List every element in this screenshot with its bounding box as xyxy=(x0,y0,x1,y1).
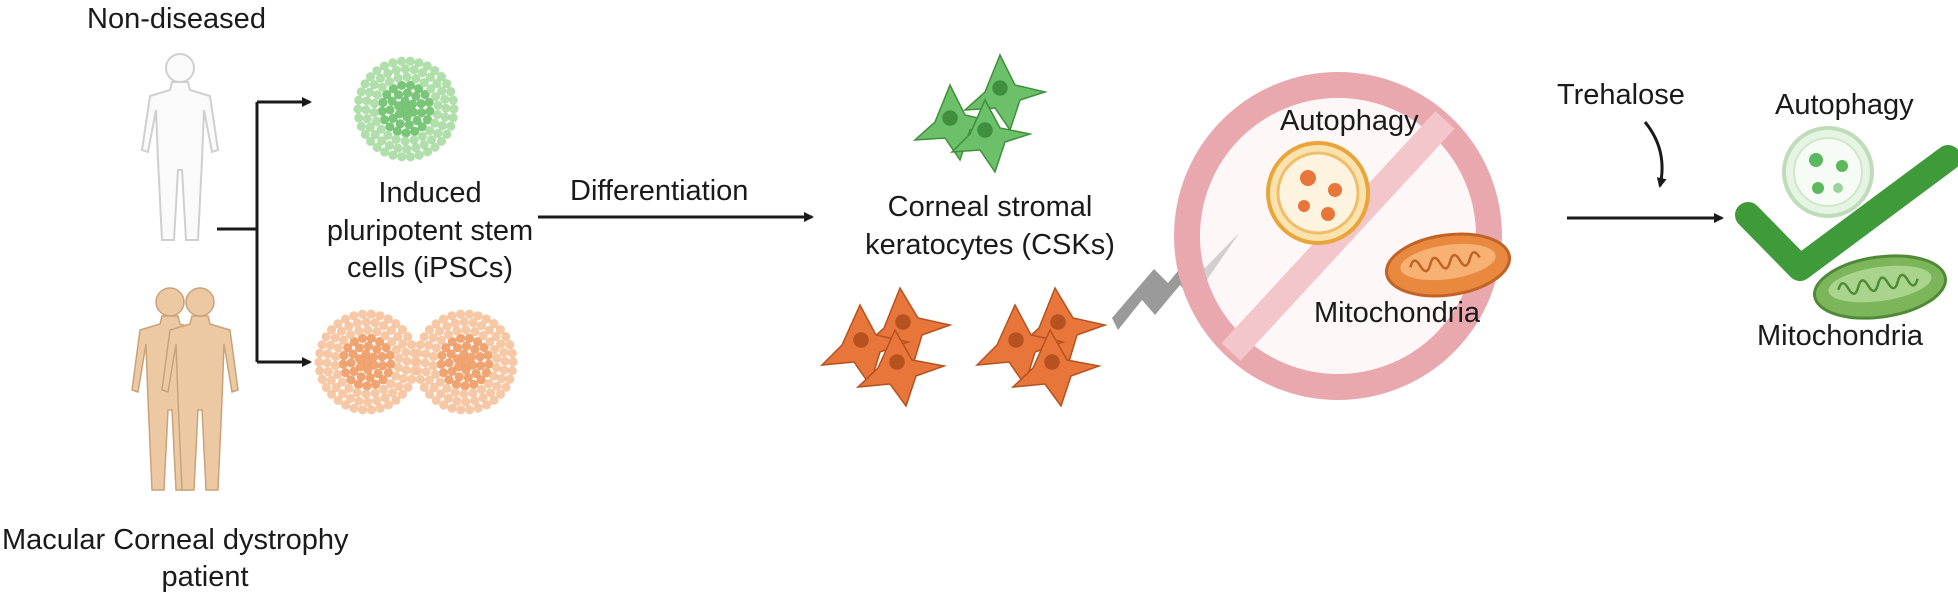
label-csk-line1: Corneal stromal xyxy=(887,191,1093,223)
ipsc-colony-icon xyxy=(412,309,518,415)
label-autophagy-blocked: Autophagy xyxy=(1280,105,1419,137)
label-patient-line1: Macular Corneal dystrophy xyxy=(2,524,349,556)
mitochondrion-icon xyxy=(1813,254,1947,320)
keratocyte-cell-icon xyxy=(912,53,1048,174)
trehalose-arrow xyxy=(1643,121,1667,188)
checkmark-icon xyxy=(1735,145,1958,281)
autophagosome-icon xyxy=(1266,141,1370,245)
label-ipsc-line1: Induced xyxy=(378,177,482,209)
keratocyte-cell-icon xyxy=(819,286,1108,408)
label-ipsc-line3: cells (iPSCs) xyxy=(347,252,513,284)
label-autophagy-rescued: Autophagy xyxy=(1775,89,1914,121)
mitochondrion-icon xyxy=(1384,232,1512,298)
branch-arrows xyxy=(217,97,312,367)
label-trehalose: Trehalose xyxy=(1557,79,1685,111)
ipsc-colony-icon xyxy=(314,309,420,415)
human-figure-icon xyxy=(131,287,239,491)
lightning-bolt-icon xyxy=(1112,232,1240,330)
label-mitochondria-blocked: Mitochondria xyxy=(1314,297,1481,329)
label-csk-line2: keratocytes (CSKs) xyxy=(865,229,1115,261)
label-differentiation: Differentiation xyxy=(570,175,749,207)
label-mitochondria-rescued: Mitochondria xyxy=(1757,320,1924,352)
human-figure-icon xyxy=(140,53,220,241)
ipsc-colony-icon xyxy=(353,56,459,162)
label-non-diseased: Non-diseased xyxy=(87,3,266,35)
label-ipsc-line2: pluripotent stem xyxy=(326,215,534,247)
autophagosome-icon xyxy=(1782,126,1874,218)
label-patient-line2: patient xyxy=(161,561,249,593)
